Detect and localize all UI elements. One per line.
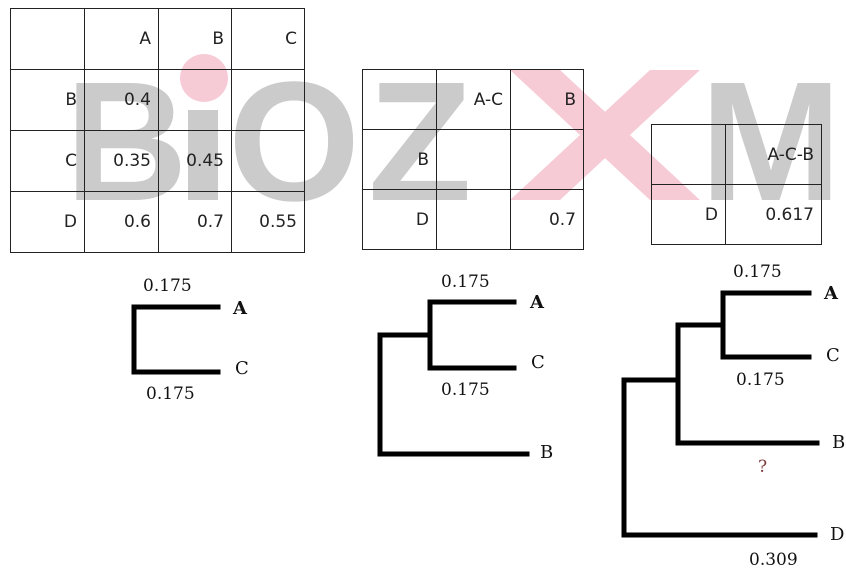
matrix-header-row: A-C-B: [651, 124, 822, 185]
matrix-cell: [362, 69, 437, 130]
matrix-cell: 0.45: [158, 130, 232, 192]
matrix-row: D 0.617: [651, 184, 822, 245]
matrix-cell: D: [651, 184, 726, 245]
distance-matrix-3: A-C-B D 0.617: [651, 124, 822, 245]
tree-2: 0.175 0.175 A C B: [377, 272, 553, 463]
tree-3-outer-branches: [621, 377, 818, 538]
tree-1: 0.175 0.175 A C: [131, 276, 249, 404]
tree-2-branch-length-a: 0.175: [441, 272, 490, 292]
tree-2-outer-branches: [377, 332, 530, 457]
tree-3-middle-branches: [675, 322, 820, 446]
tree-3-leaf-d: D: [830, 524, 844, 545]
matrix-cell: A-C: [436, 69, 511, 130]
matrix-cell: D: [10, 191, 85, 253]
matrix-cell: [158, 69, 232, 131]
matrix-cell: [651, 124, 726, 185]
matrix-header-row: A-C B: [362, 69, 584, 130]
matrix-cell: 0.617: [725, 184, 822, 245]
tree-2-inner-branches: [427, 299, 517, 371]
tree-3-leaf-c: C: [826, 345, 840, 366]
tree-2-leaf-b: B: [540, 442, 553, 463]
matrix-cell: 0.6: [84, 191, 159, 253]
matrix-row: D 0.6 0.7 0.55: [10, 191, 305, 253]
matrix-cell: 0.4: [84, 69, 159, 131]
matrix-header-row: A B C: [10, 8, 305, 70]
distance-matrix-1: A B C B 0.4 C 0.35 0.45 D 0.6 0.7 0.55: [10, 8, 305, 253]
matrix-cell: C: [231, 8, 305, 70]
matrix-cell: A-C-B: [725, 124, 822, 185]
matrix-cell: B: [510, 69, 584, 130]
tree-1-leaf-a: A: [232, 298, 248, 319]
matrix-cell: [510, 129, 584, 190]
matrix-row: C 0.35 0.45: [10, 130, 305, 192]
tree-2-branch-length-c: 0.175: [441, 380, 490, 400]
tree-3-branch-length-d: 0.309: [749, 550, 798, 569]
matrix-row: B: [362, 129, 584, 190]
tree-3-unknown-branch-length: ?: [758, 457, 767, 477]
matrix-cell: B: [158, 8, 232, 70]
matrix-cell: 0.7: [158, 191, 232, 253]
tree-3-inner-branches: [720, 290, 812, 360]
matrix-cell: 0.35: [84, 130, 159, 192]
tree-2-leaf-a: A: [529, 292, 545, 313]
matrix-row: D 0.7: [362, 189, 584, 250]
matrix-cell: D: [362, 189, 437, 250]
matrix-cell: C: [10, 130, 85, 192]
matrix-cell: 0.7: [510, 189, 584, 250]
matrix-cell: [10, 8, 85, 70]
matrix-cell: [436, 129, 511, 190]
tree-3-leaf-b: B: [832, 432, 845, 453]
tree-1-branch-length-c: 0.175: [146, 384, 195, 404]
tree-1-branch-length-a: 0.175: [143, 276, 192, 296]
matrix-cell: A: [84, 8, 159, 70]
tree-2-leaf-c: C: [531, 352, 545, 373]
tree-3-branch-length-c: 0.175: [736, 370, 785, 390]
matrix-cell: [436, 189, 511, 250]
tree-3-leaf-a: A: [823, 283, 839, 304]
matrix-cell: 0.55: [231, 191, 305, 253]
tree-3-branch-length-a: 0.175: [733, 262, 782, 282]
matrix-cell: [231, 69, 305, 131]
distance-matrix-2: A-C B B D 0.7: [362, 69, 584, 250]
tree-1-branches: [131, 304, 221, 375]
matrix-cell: [231, 130, 305, 192]
tree-3: 0.175 0.175 ? 0.309 A C B D: [621, 262, 845, 569]
tree-1-leaf-c: C: [235, 358, 249, 379]
